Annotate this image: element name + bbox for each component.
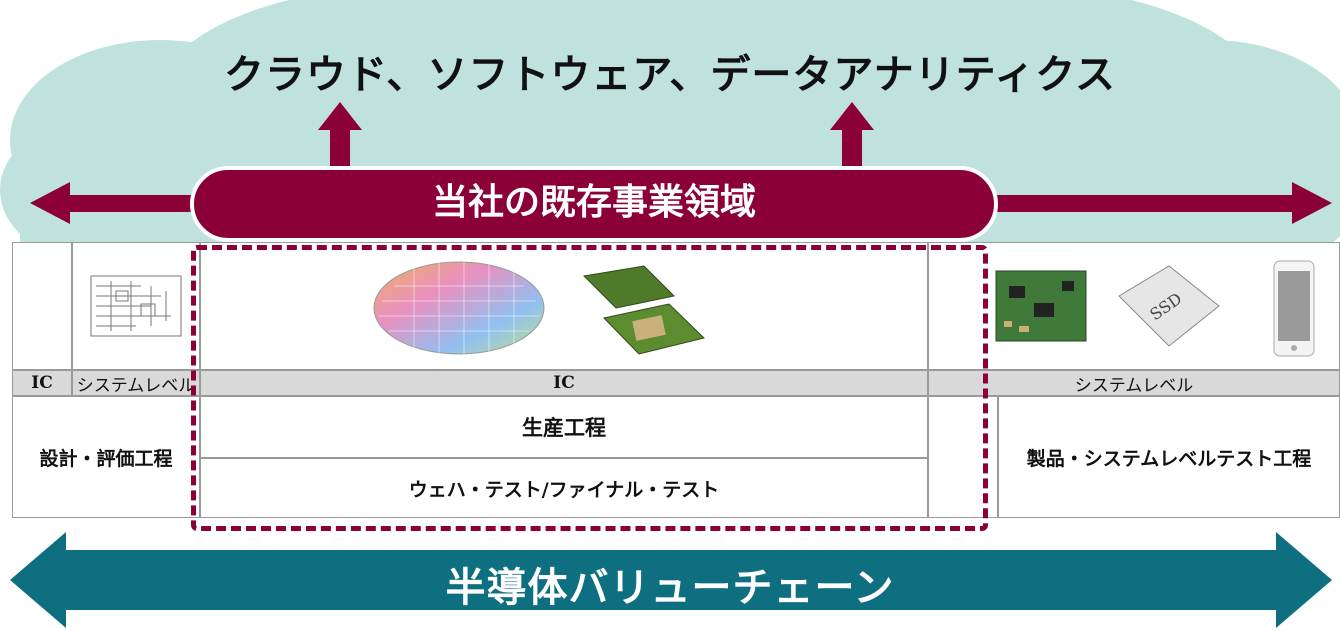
value-chain-label: 半導体バリューチェーン (445, 565, 895, 611)
up-arrow-right-icon (830, 102, 874, 172)
ic-band-middle: IC (200, 370, 928, 396)
wafer-final-test: ウェハ・テスト/ファイナル・テスト (200, 458, 928, 518)
left-arrow-icon (30, 182, 200, 224)
right-arrow-icon (990, 182, 1332, 224)
image-cell-schematic (72, 242, 200, 370)
circuit-schematic-icon (90, 275, 182, 337)
system-band-left: システムレベル (72, 370, 200, 396)
board-ssd-phone-icon: SSD (995, 260, 1315, 357)
cloud-title: クラウド、ソフトウェア、データアナリティクス (224, 52, 1116, 98)
value-chain-arrow (10, 532, 1332, 628)
ic-band-left: IC (12, 370, 72, 396)
system-band-right: システムレベル (928, 370, 1340, 396)
image-cell-ic (200, 242, 928, 370)
image-cell-blank (12, 242, 72, 370)
value-chain-table: SSD IC システムレベル IC システムレベル 設計・評価工程 生産工程 ウ… (12, 242, 1340, 518)
scope-arrows (30, 102, 1332, 224)
production-process: 生産工程 (200, 396, 928, 458)
up-arrow-left-icon (318, 102, 362, 172)
image-cell-system: SSD (928, 242, 1340, 370)
existing-business-label: 当社の既存事業領域 (190, 166, 998, 242)
wafer-and-chip-icon (373, 261, 705, 355)
design-evaluation-process: 設計・評価工程 (12, 396, 200, 518)
product-system-test-process: 製品・システムレベルテスト工程 (998, 396, 1340, 518)
existing-business-highlight (191, 245, 988, 531)
